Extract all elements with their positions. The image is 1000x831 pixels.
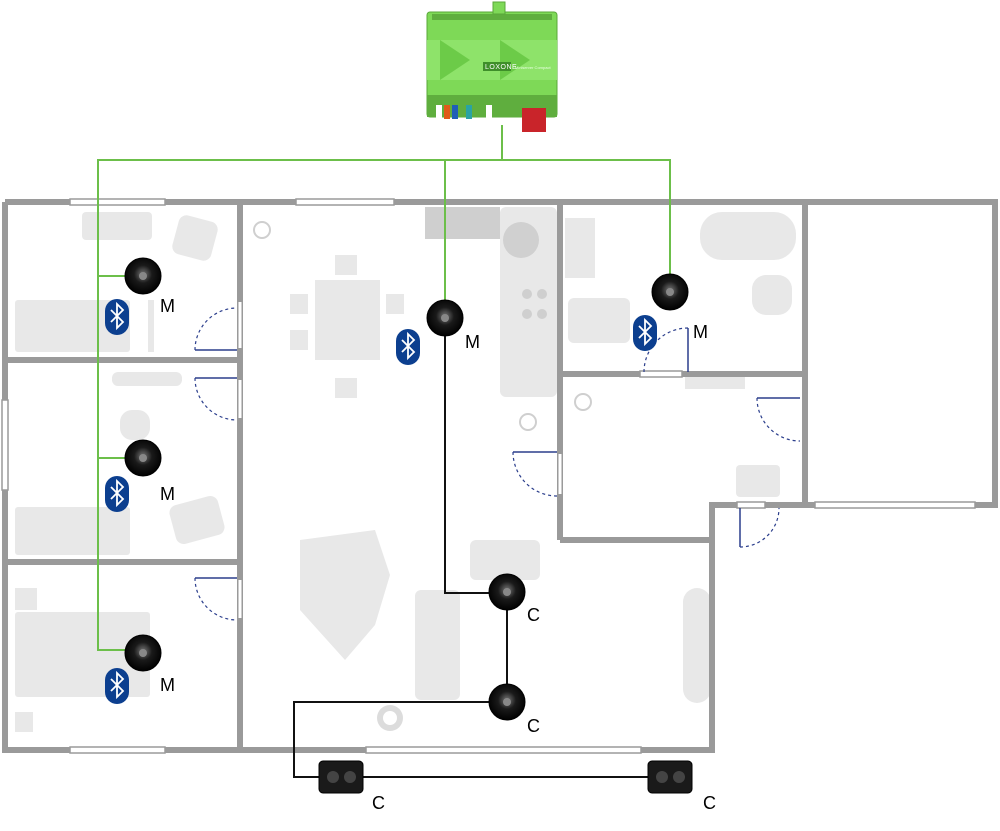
master-label-bedroom-1: M — [160, 296, 175, 316]
doors — [194, 300, 801, 621]
bluetooth-icon — [401, 331, 416, 361]
bluetooth-icon — [110, 301, 125, 331]
master-label-bathroom: M — [693, 322, 708, 342]
wall-speaker-right — [647, 760, 693, 794]
bluetooth-icon — [110, 670, 125, 700]
master-label-bedroom-3: M — [160, 675, 175, 695]
wall-speaker-icon — [647, 760, 693, 794]
ceiling-speaker-bathroom — [651, 273, 689, 311]
master-label-dining: M — [465, 332, 480, 352]
controller-model: Miniserver Compact — [515, 65, 551, 70]
bluetooth-icon — [638, 317, 653, 347]
windows — [1, 198, 976, 754]
controller-brand: LOXONE — [485, 64, 517, 71]
client-label-living-1: C — [527, 605, 540, 625]
client-label-living-2: C — [527, 716, 540, 736]
client-label-wall-right: C — [703, 793, 716, 813]
master-label-bedroom-2: M — [160, 484, 175, 504]
bluetooth-icon — [110, 478, 125, 508]
ceiling-speaker-living-2 — [488, 683, 526, 721]
ceiling-fans — [253, 221, 592, 431]
client-label-wall-left: C — [372, 793, 385, 813]
bluetooth-badge-bathroom — [633, 315, 657, 351]
bluetooth-badge-bedroom-2 — [105, 476, 129, 512]
ceiling-speaker-dining — [426, 299, 464, 337]
black-wiring — [293, 330, 650, 778]
wall-speaker-icon — [318, 760, 364, 794]
ceiling-speaker-bedroom-3 — [124, 634, 162, 672]
ceiling-speaker-living-1 — [488, 573, 526, 611]
bluetooth-badge-dining — [396, 329, 420, 365]
miniserver-controller: LOXONE Miniserver Compact — [426, 1, 558, 132]
bluetooth-badge-bedroom-1 — [105, 299, 129, 335]
ceiling-speaker-bedroom-2 — [124, 439, 162, 477]
ceiling-speaker-bedroom-1 — [124, 257, 162, 295]
wall-speaker-left — [318, 760, 364, 794]
bluetooth-badge-bedroom-3 — [105, 668, 129, 704]
green-wiring — [97, 125, 671, 651]
